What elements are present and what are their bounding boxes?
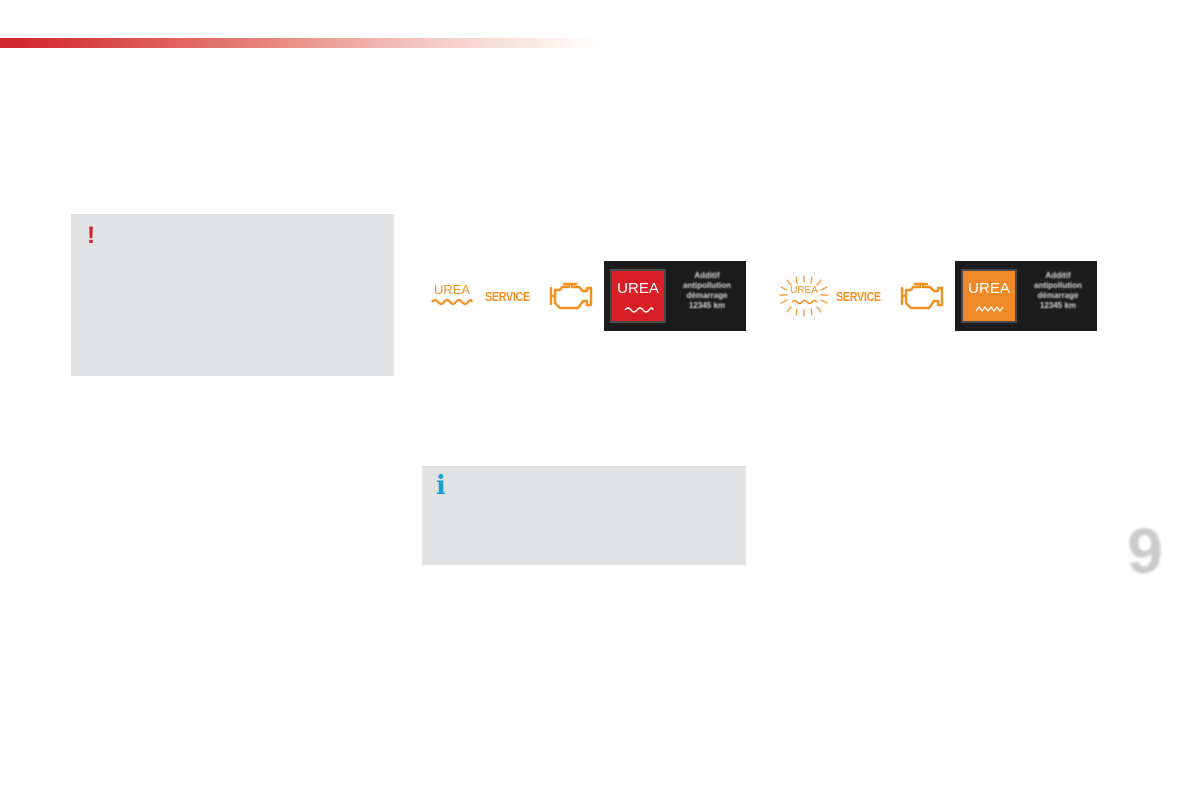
engine-warning-icon — [900, 282, 944, 310]
display-line: Additif — [694, 271, 720, 280]
display-urea-icon: UREA — [610, 269, 666, 323]
indicator-row-urea-steady: UREA SERVICE UREA Additif antipollution … — [425, 261, 746, 331]
urea-lamp-label: UREA — [790, 285, 818, 296]
instrument-display: UREA Additif antipollution démarrage 123… — [955, 261, 1097, 331]
warning-note-box — [71, 214, 394, 376]
display-liquid-wave-icon — [975, 306, 1004, 312]
instrument-display: UREA Additif antipollution démarrage 123… — [604, 261, 746, 331]
display-message: Additif antipollution démarrage 12345 km — [1021, 271, 1095, 311]
display-line: 12345 km — [1039, 301, 1077, 310]
display-line: Additif — [1045, 271, 1071, 280]
display-line: démarrage — [686, 291, 728, 300]
flashing-rays-icon — [779, 275, 829, 317]
urea-warning-lamp-flashing: UREA — [776, 275, 832, 319]
header-accent-bar — [0, 38, 600, 48]
info-icon: i — [436, 471, 446, 501]
info-note-box — [422, 466, 746, 565]
service-lamp: SERVICE — [485, 289, 530, 304]
display-line: antipollution — [1034, 281, 1082, 290]
service-lamp: SERVICE — [836, 289, 881, 304]
indicator-row-urea-flashing: UREA SERVICE UREA Additif antipollution … — [776, 261, 1097, 331]
display-line: 12345 km — [688, 301, 726, 310]
chapter-number: 9 — [1127, 515, 1163, 587]
display-urea-label: UREA — [617, 280, 659, 297]
display-message: Additif antipollution démarrage 12345 km — [670, 271, 744, 311]
display-line: antipollution — [683, 281, 731, 290]
display-urea-label: UREA — [968, 280, 1010, 297]
urea-lamp-label: UREA — [433, 282, 471, 297]
urea-warning-lamp: UREA — [429, 283, 475, 309]
display-liquid-wave-icon — [624, 307, 654, 313]
exclamation-icon: ! — [87, 222, 95, 249]
display-urea-icon: UREA — [961, 269, 1017, 323]
liquid-wave-icon — [431, 298, 473, 306]
display-line: démarrage — [1037, 291, 1079, 300]
engine-warning-icon — [549, 282, 593, 310]
